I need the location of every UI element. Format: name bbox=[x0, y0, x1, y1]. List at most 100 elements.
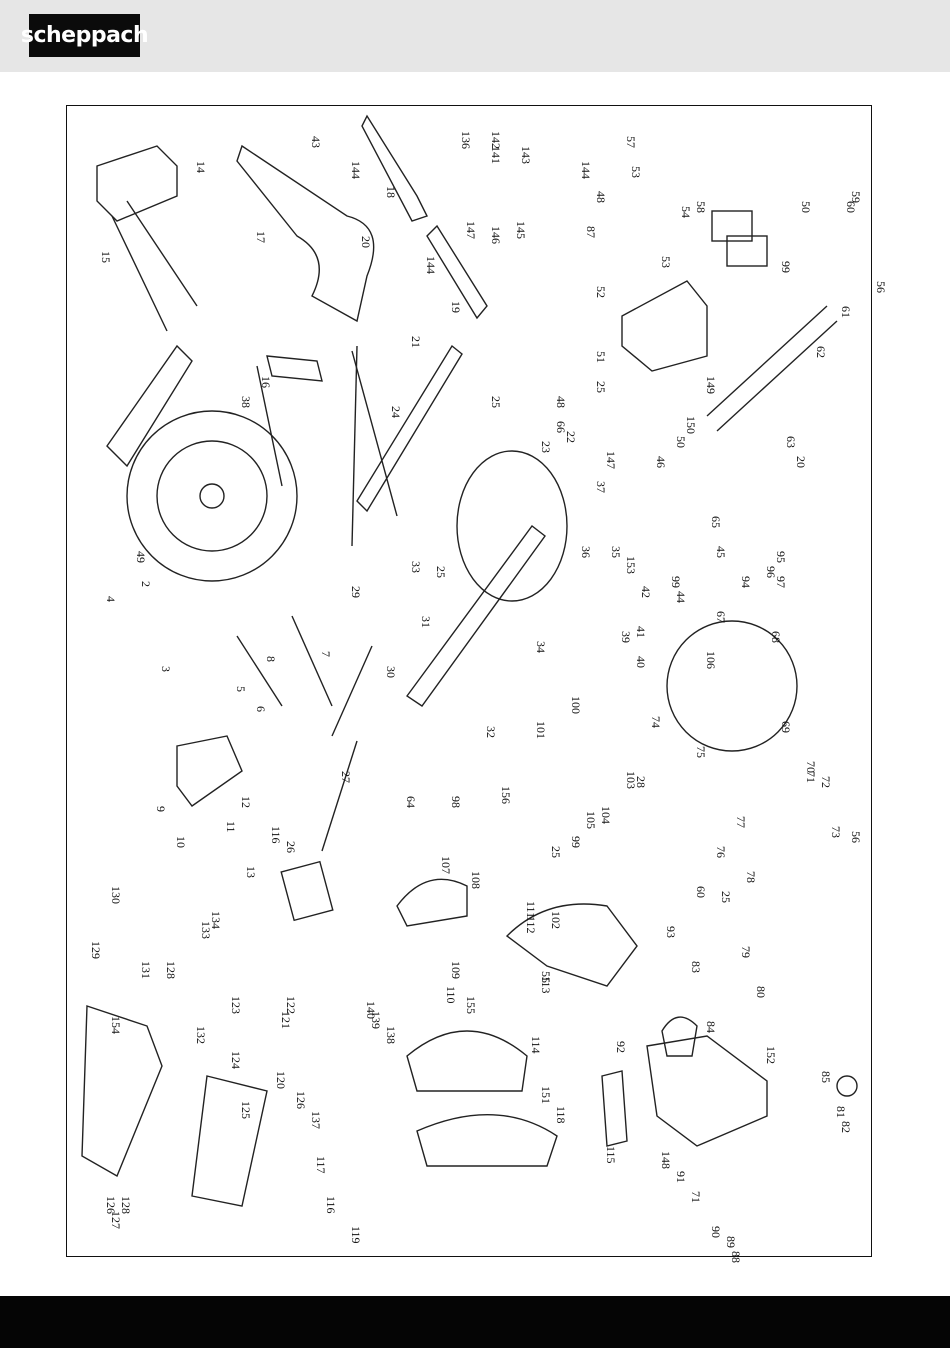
part-number-label: 19 bbox=[449, 301, 463, 313]
part-number-label: 21 bbox=[409, 336, 423, 348]
part-number-label: 62 bbox=[814, 346, 828, 358]
part-number-label: 87 bbox=[584, 226, 598, 238]
part-number-label: 27 bbox=[339, 771, 353, 783]
part-number-label: 12 bbox=[239, 796, 253, 808]
part-number-label: 98 bbox=[449, 796, 463, 808]
part-number-label: 6 bbox=[254, 706, 268, 712]
part-number-label: 39 bbox=[619, 631, 633, 643]
part-number-label: 25 bbox=[489, 396, 503, 408]
part-number-label: 15 bbox=[99, 251, 113, 263]
part-number-label: 26 bbox=[284, 841, 298, 853]
part-number-label: 143 bbox=[519, 146, 533, 164]
part-number-label: 121 bbox=[279, 1011, 293, 1029]
part-number-label: 144 bbox=[349, 161, 363, 179]
part-number-label: 51 bbox=[594, 351, 608, 363]
part-number-label: 25 bbox=[719, 891, 733, 903]
part-number-label: 49 bbox=[134, 551, 148, 563]
part-number-label: 144 bbox=[579, 161, 593, 179]
part-number-label: 37 bbox=[594, 481, 608, 493]
part-number-label: 55 bbox=[539, 971, 553, 983]
part-number-label: 151 bbox=[539, 1086, 553, 1104]
part-number-label: 152 bbox=[764, 1046, 778, 1064]
part-number-label: 52 bbox=[594, 286, 608, 298]
part-number-label: 33 bbox=[409, 561, 423, 573]
part-number-label: 66 bbox=[554, 421, 568, 433]
part-number-label: 90 bbox=[709, 1226, 723, 1238]
part-number-label: 68 bbox=[769, 631, 783, 643]
part-number-label: 114 bbox=[529, 1036, 543, 1054]
part-number-label: 142 bbox=[489, 131, 503, 149]
part-number-label: 128 bbox=[119, 1196, 133, 1214]
part-number-label: 56 bbox=[849, 831, 863, 843]
part-number-label: 81 bbox=[834, 1106, 848, 1118]
part-number-label: 88 bbox=[729, 1251, 743, 1263]
part-number-label: 153 bbox=[624, 556, 638, 574]
part-number-label: 82 bbox=[839, 1121, 853, 1133]
part-number-label: 18 bbox=[384, 186, 398, 198]
part-outline bbox=[126, 200, 198, 307]
part-number-label: 36 bbox=[579, 546, 593, 558]
part-number-label: 50 bbox=[674, 436, 688, 448]
part-number-label: 145 bbox=[514, 221, 528, 239]
part-number-label: 119 bbox=[349, 1226, 363, 1244]
part-outline bbox=[256, 365, 283, 487]
part-number-label: 103 bbox=[624, 771, 638, 789]
part-outline bbox=[321, 740, 358, 852]
part-outline bbox=[236, 635, 283, 707]
part-outline bbox=[666, 620, 798, 752]
part-number-label: 116 bbox=[324, 1196, 338, 1214]
part-number-label: 107 bbox=[439, 856, 453, 874]
part-outlines bbox=[81, 114, 858, 1207]
part-number-label: 122 bbox=[284, 996, 298, 1014]
part-number-label: 126 bbox=[294, 1091, 308, 1109]
part-number-label: 76 bbox=[714, 846, 728, 858]
part-number-label: 16 bbox=[259, 376, 273, 388]
part-outline bbox=[126, 410, 298, 582]
part-number-label: 72 bbox=[819, 776, 833, 788]
part-number-label: 137 bbox=[309, 1111, 323, 1129]
part-number-label: 84 bbox=[704, 1021, 718, 1033]
part-number-label: 25 bbox=[549, 846, 563, 858]
part-outline bbox=[81, 1005, 163, 1178]
part-outline bbox=[331, 645, 373, 737]
part-outline bbox=[836, 1075, 858, 1097]
part-number-label: 20 bbox=[794, 456, 808, 468]
part-number-label: 112 bbox=[524, 916, 538, 934]
part-number-label: 46 bbox=[654, 456, 668, 468]
part-outline bbox=[280, 860, 334, 922]
part-number-label: 9 bbox=[154, 806, 168, 812]
part-number-label: 104 bbox=[599, 806, 613, 824]
part-outline bbox=[706, 305, 828, 417]
part-number-label: 133 bbox=[199, 921, 213, 939]
part-number-label: 38 bbox=[239, 396, 253, 408]
part-number-label: 63 bbox=[784, 436, 798, 448]
part-number-label: 14 bbox=[194, 161, 208, 173]
part-outline bbox=[191, 1075, 268, 1207]
part-outline bbox=[266, 355, 323, 382]
part-number-label: 59 bbox=[849, 191, 863, 203]
part-number-label: 78 bbox=[744, 871, 758, 883]
part-number-label: 75 bbox=[694, 746, 708, 758]
part-number-label: 2 bbox=[139, 581, 153, 587]
part-number-label: 17 bbox=[254, 231, 268, 243]
part-number-label: 136 bbox=[459, 131, 473, 149]
part-number-label: 70 bbox=[804, 761, 818, 773]
part-number-label: 99 bbox=[669, 576, 683, 588]
part-number-label: 28 bbox=[634, 776, 648, 788]
part-number-label: 85 bbox=[819, 1071, 833, 1083]
part-number-label: 109 bbox=[449, 961, 463, 979]
part-number-label: 102 bbox=[549, 911, 563, 929]
footer-bar bbox=[0, 1296, 950, 1348]
part-outline bbox=[505, 903, 638, 987]
part-outline bbox=[406, 525, 546, 707]
part-number-label: 35 bbox=[609, 546, 623, 558]
part-outline bbox=[291, 615, 333, 707]
part-number-label: 71 bbox=[689, 1191, 703, 1203]
part-outline bbox=[716, 320, 838, 432]
part-number-label: 44 bbox=[674, 591, 688, 603]
parts-diagram: 1415171843144142141136143144575348146147… bbox=[81, 114, 888, 1263]
part-number-label: 134 bbox=[209, 911, 223, 929]
part-number-label: 3 bbox=[159, 666, 173, 672]
part-number-label: 42 bbox=[639, 586, 653, 598]
part-number-label: 149 bbox=[704, 376, 718, 394]
